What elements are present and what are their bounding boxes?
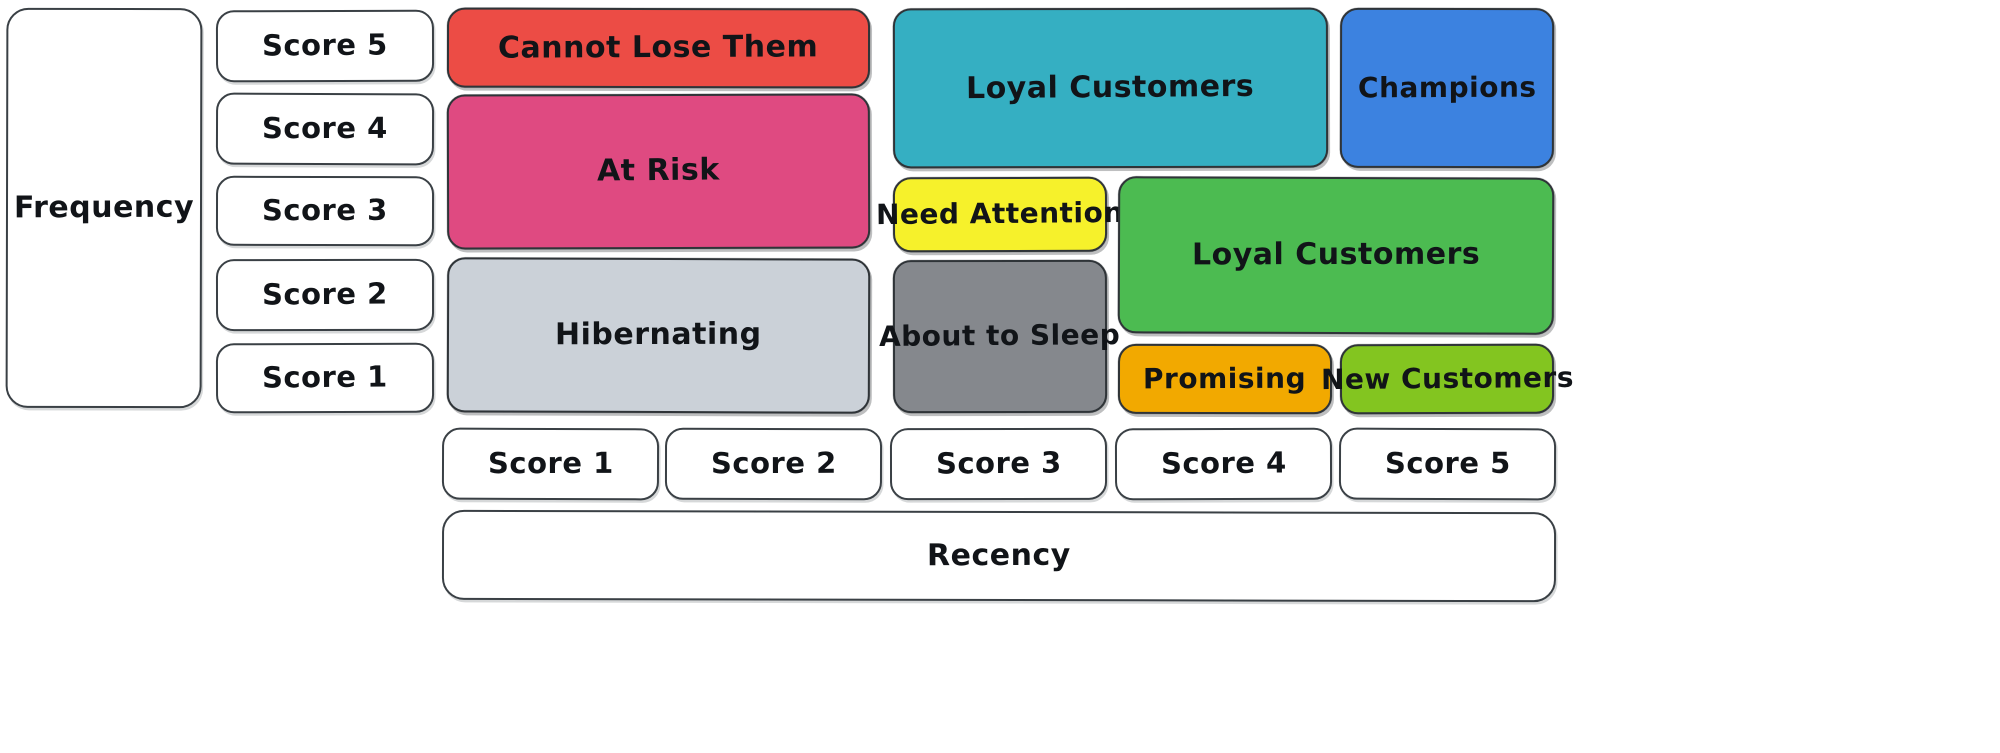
segment-champions[interactable]: Champions <box>1339 7 1555 169</box>
frequency-score-1[interactable]: Score 1 <box>215 342 435 414</box>
frequency-score-2[interactable]: Score 2 <box>215 258 435 332</box>
recency-score-2[interactable]: Score 2 <box>664 427 883 501</box>
segment-new-customers[interactable]: New Customers <box>1320 343 1574 415</box>
segment-loyal-customers-teal[interactable]: Loyal Customers <box>892 7 1329 169</box>
frequency-score-5[interactable]: Score 5 <box>215 9 435 83</box>
frequency-axis-text: Frequency <box>13 189 195 226</box>
recency-score-3[interactable]: Score 3 <box>889 427 1108 501</box>
recency-axis-label: Recency <box>441 509 1557 603</box>
segment-need-attention[interactable]: Need Attention <box>876 176 1124 253</box>
frequency-score-3[interactable]: Score 3 <box>215 175 435 247</box>
recency-axis-text: Recency <box>927 537 1071 574</box>
recency-score-5[interactable]: Score 5 <box>1338 427 1557 501</box>
segment-promising[interactable]: Promising <box>1117 343 1333 415</box>
recency-score-1[interactable]: Score 1 <box>441 427 660 501</box>
segment-loyal-customers-green[interactable]: Loyal Customers <box>1117 176 1555 335</box>
frequency-axis-label: Frequency <box>5 7 203 409</box>
segment-cannot-lose-them[interactable]: Cannot Lose Them <box>446 7 871 89</box>
segment-at-risk[interactable]: At Risk <box>446 93 871 250</box>
segment-hibernating[interactable]: Hibernating <box>446 257 871 414</box>
recency-score-4[interactable]: Score 4 <box>1114 427 1333 501</box>
segment-about-to-sleep[interactable]: About to Sleep <box>879 259 1121 414</box>
frequency-score-4[interactable]: Score 4 <box>215 92 435 166</box>
